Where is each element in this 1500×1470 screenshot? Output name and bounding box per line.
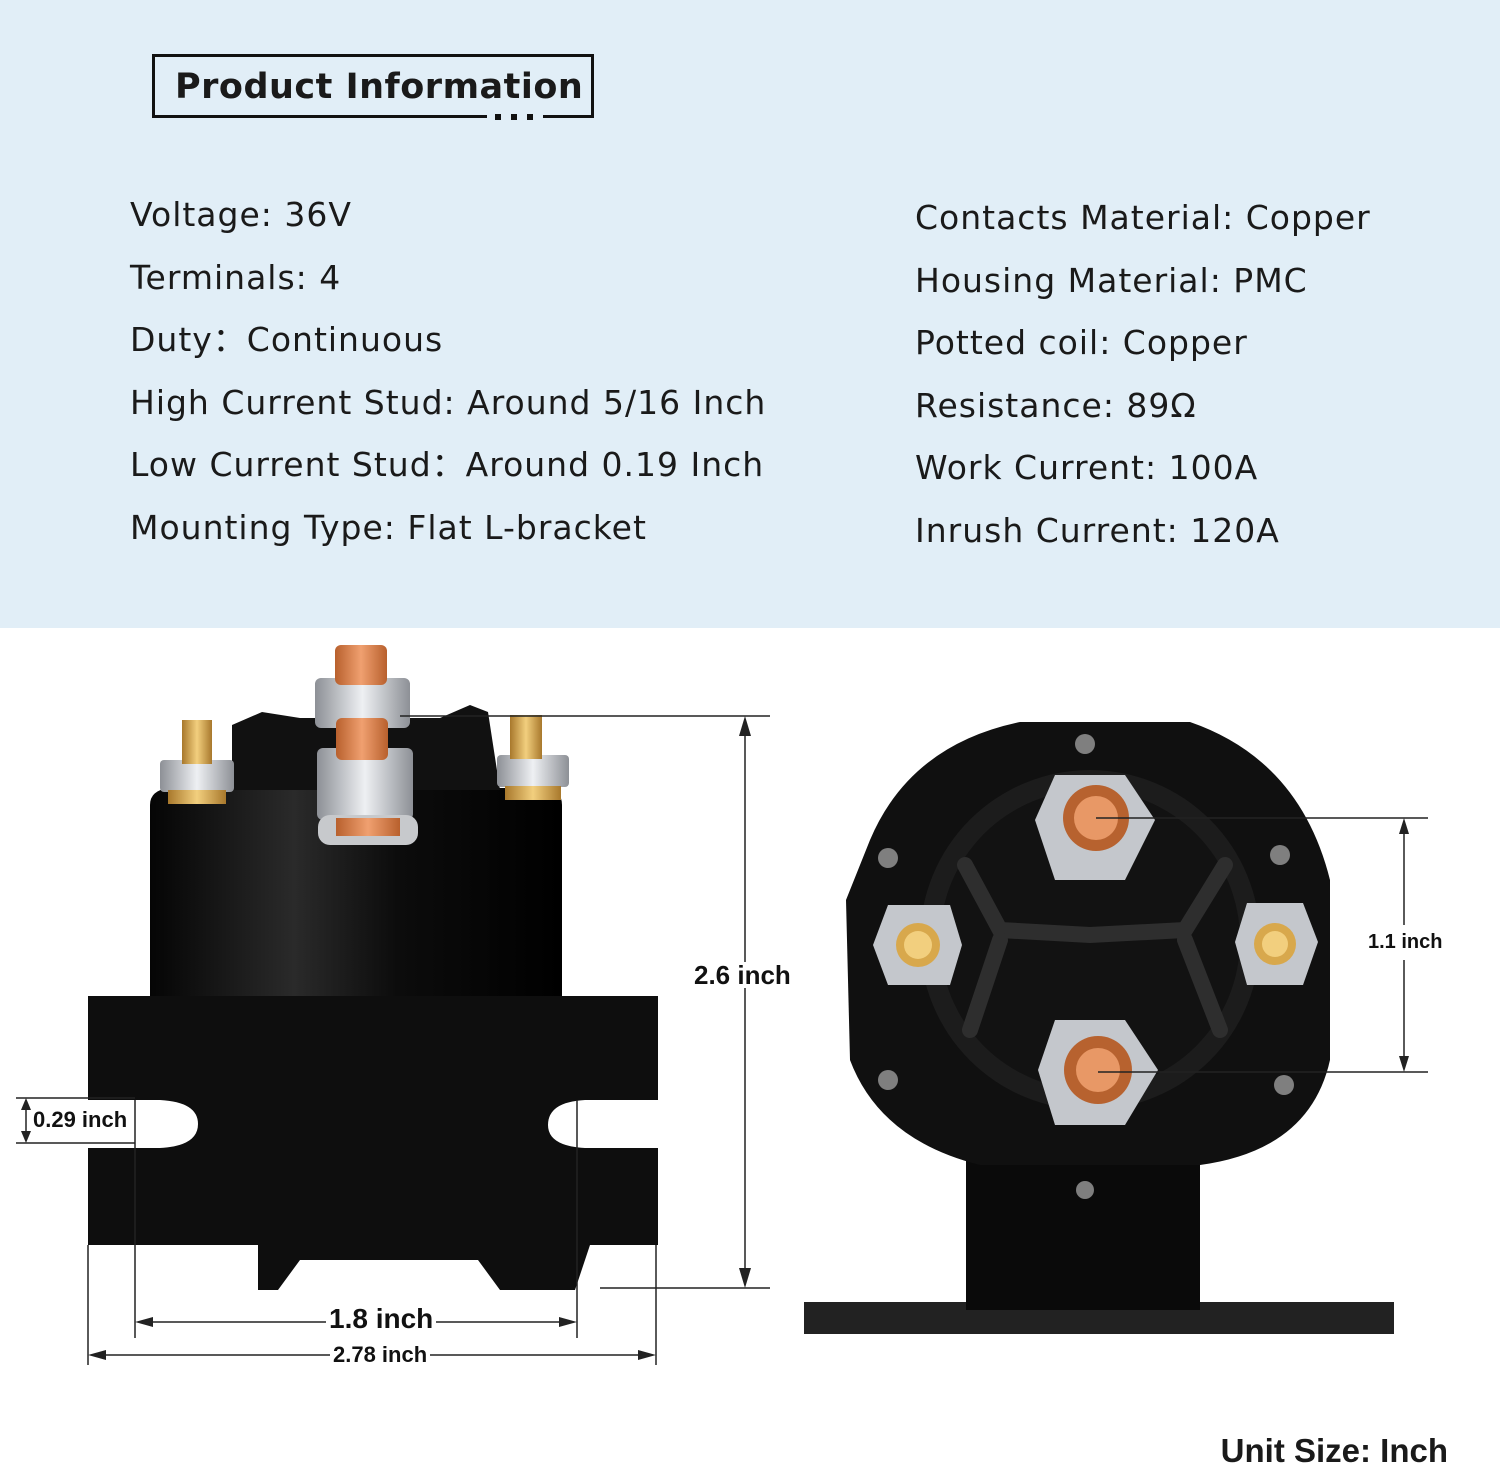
spec-work-current: Work Current: 100A (915, 448, 1259, 488)
rear-stud-top (1035, 775, 1155, 880)
solenoid-side-view (16, 645, 770, 1365)
dimension-outer-width-label: 2.78 inch (330, 1344, 431, 1366)
spec-list-right: Contacts Material: Copper Housing Materi… (915, 195, 1371, 571)
rear-stud-right (1235, 903, 1318, 985)
unit-note: Unit Size: Inch (1220, 1432, 1448, 1469)
spec-potted-coil: Potted coil: Copper (915, 323, 1248, 363)
title-box-dots (487, 112, 543, 120)
spec-duty: Duty：Continuous (130, 320, 444, 360)
spec-terminals: Terminals: 4 (130, 257, 342, 297)
large-terminal-front (317, 718, 418, 845)
spec-low-current-stud: Low Current Stud：Around 0.19 Inch (130, 445, 765, 485)
large-terminal-back (315, 645, 410, 728)
spec-inrush-current: Inrush Current: 120A (915, 510, 1280, 550)
solenoid-rear-view (804, 722, 1428, 1334)
spec-contacts-material: Contacts Material: Copper (915, 198, 1371, 237)
spec-resistance: Resistance: 89Ω (915, 385, 1197, 425)
small-terminal-left (160, 720, 234, 804)
rear-stud-left (873, 905, 962, 985)
spec-high-current-stud: High Current Stud: Around 5/16 Inch (130, 382, 767, 422)
spec-housing-material: Housing Material: PMC (915, 260, 1308, 300)
dimension-slot-label: 0.29 inch (33, 1107, 128, 1132)
page-title: Product Information (175, 67, 584, 107)
dimension-stud-spacing-label: 1.1 inch (1366, 931, 1445, 953)
title-box: Product Information (152, 54, 594, 120)
dimension-height-label: 2.6 inch (692, 960, 793, 990)
small-terminal-right (497, 715, 569, 800)
spec-list-left: Voltage: 36V Terminals: 4 Duty：Continuou… (130, 192, 766, 568)
dimension-inner-width-label: 1.8 inch (326, 1305, 437, 1333)
spec-voltage: Voltage: 36V (130, 195, 352, 234)
spec-mounting-type: Mounting Type: Flat L-bracket (130, 507, 647, 547)
housing-screws (878, 734, 1294, 1199)
info-panel: Product Information Voltage: 36V Termina… (0, 0, 1500, 628)
